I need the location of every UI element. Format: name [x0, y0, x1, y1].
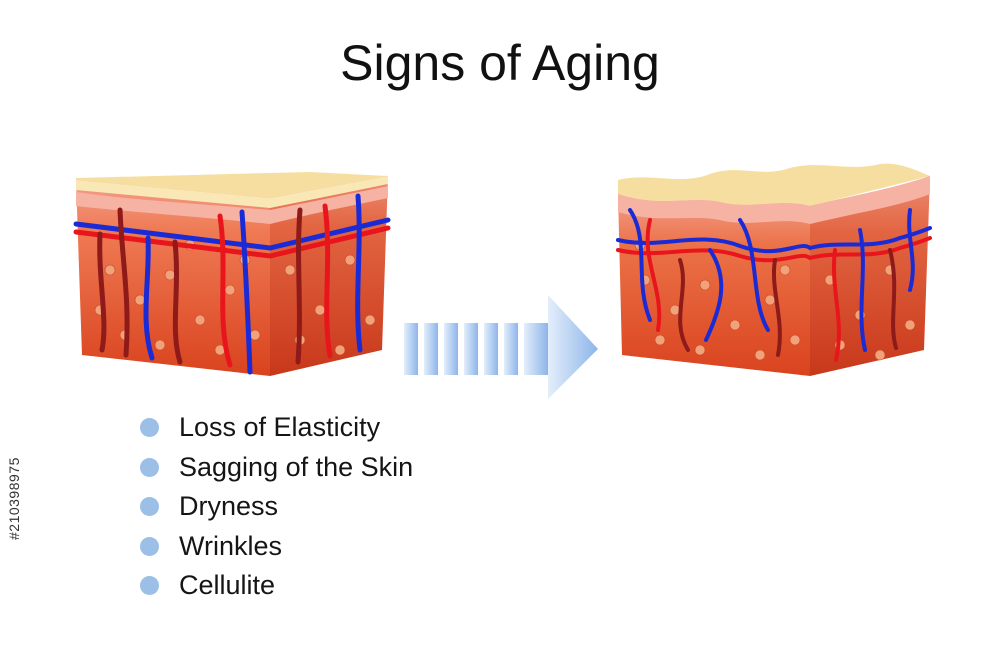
right-arrow-icon — [404, 295, 598, 399]
young-skin-illustration — [73, 172, 391, 376]
list-item: Dryness — [140, 487, 413, 527]
list-item: Sagging of the Skin — [140, 448, 413, 488]
list-item: Cellulite — [140, 566, 413, 606]
sign-label: Sagging of the Skin — [179, 451, 414, 482]
signs-list: Loss of Elasticity Sagging of the Skin D… — [140, 408, 413, 606]
sign-label: Wrinkles — [179, 530, 283, 561]
bullet-icon — [140, 418, 159, 438]
list-item: Wrinkles — [140, 527, 413, 567]
bullet-icon — [140, 497, 159, 517]
page-title: Signs of Aging — [340, 35, 660, 91]
sign-label: Cellulite — [179, 570, 276, 601]
epidermis-top — [618, 163, 930, 206]
sign-label: Loss of Elasticity — [179, 412, 381, 443]
bullet-icon — [140, 457, 159, 477]
stock-id-label: #210398975 — [6, 457, 22, 540]
front-face — [618, 194, 810, 376]
list-item: Loss of Elasticity — [140, 408, 413, 448]
bullet-icon — [140, 576, 159, 596]
sign-label: Dryness — [179, 491, 279, 522]
bullet-icon — [140, 536, 159, 556]
aged-skin-illustration — [616, 163, 932, 376]
